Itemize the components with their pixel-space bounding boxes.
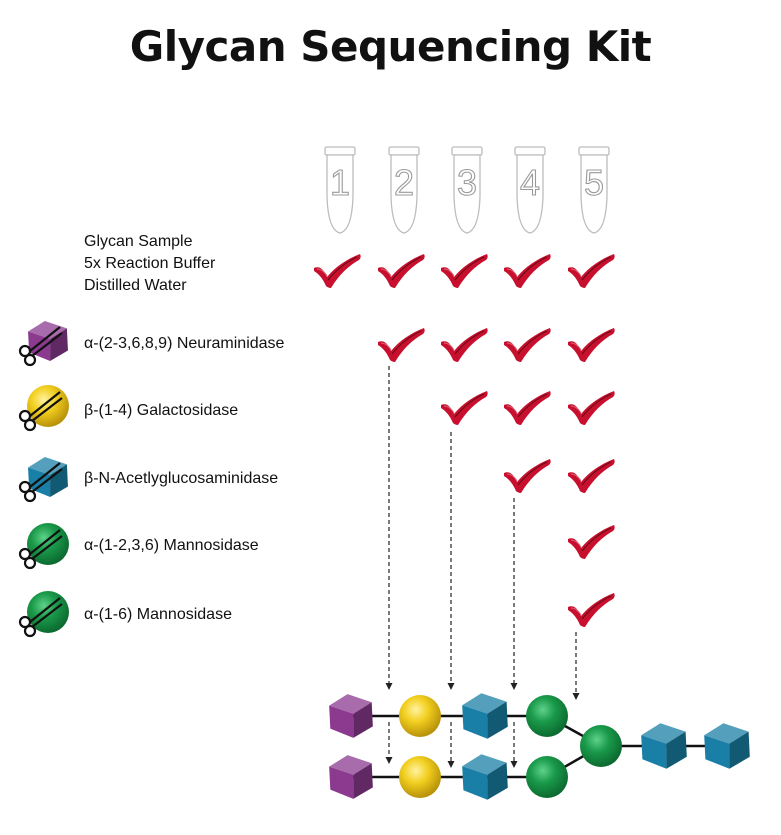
cleavage-arrow <box>510 722 518 768</box>
sialic-acid-cube <box>329 755 373 799</box>
tube-number: 5 <box>584 162 604 203</box>
green-sphere-scissors-icon <box>18 523 69 570</box>
tube-5 <box>578 146 610 234</box>
cleavage-arrow <box>385 722 393 764</box>
enzyme-label: α-(2-3,6,8,9) Neuraminidase <box>84 335 285 352</box>
enzyme-label: α-(1-2,3,6) Mannosidase <box>84 537 259 554</box>
checkmark-icon <box>568 254 615 288</box>
mannose-sphere <box>526 756 568 798</box>
tube-number: 1 <box>330 162 350 203</box>
tube-number: 4 <box>520 162 540 203</box>
galactose-sphere <box>399 756 441 798</box>
glcnac-cube <box>462 754 508 800</box>
yellow-sphere-scissors-icon <box>18 385 69 432</box>
cleavage-arrow <box>447 432 455 690</box>
checkmark-icon <box>568 459 615 493</box>
base-reagent-label: Distilled Water <box>84 277 187 294</box>
green-sphere-scissors-icon <box>18 591 69 638</box>
enzyme-label: β-N-Acetlyglucosaminidase <box>84 470 278 487</box>
checkmark-icon <box>441 328 488 362</box>
enzyme-label: β-(1-4) Galactosidase <box>84 402 238 419</box>
checkmark-icon <box>568 328 615 362</box>
tube-3 <box>451 146 483 234</box>
cleavage-arrow <box>510 498 518 690</box>
tube-row: 1 2 3 4 5 <box>324 146 610 234</box>
sialic-acid-cube <box>329 694 373 738</box>
blue-cube-scissors-icon <box>18 457 68 503</box>
checkmark-icon <box>504 254 551 288</box>
checkmark-icon <box>504 459 551 493</box>
cleavage-arrow <box>572 632 580 700</box>
core-glcnac-cube <box>641 723 687 769</box>
cleavage-arrow <box>385 366 393 690</box>
base-reagent-label: Glycan Sample <box>84 233 193 250</box>
purple-cube-scissors-icon <box>18 321 68 367</box>
checkmark-icon <box>378 254 425 288</box>
base-reagent-label: 5x Reaction Buffer <box>84 255 216 272</box>
enzyme-label: α-(1-6) Mannosidase <box>84 606 232 623</box>
tube-number: 3 <box>457 162 477 203</box>
tube-number: 2 <box>394 162 414 203</box>
checkmark-icon <box>568 525 615 559</box>
checkmark-icon <box>378 328 425 362</box>
checkmark-icon <box>314 254 361 288</box>
tube-2 <box>388 146 420 234</box>
tube-4 <box>514 146 546 234</box>
page-title: Glycan Sequencing Kit <box>129 22 652 71</box>
tube-1 <box>324 146 356 234</box>
base-reagent-list: Glycan Sample 5x Reaction Buffer Distill… <box>84 233 216 294</box>
checkmark-icon <box>504 391 551 425</box>
enzyme-list: α-(2-3,6,8,9) Neuraminidase β-(1-4) Gala… <box>84 335 285 623</box>
checkmark-icon <box>504 328 551 362</box>
mannose-sphere <box>526 695 568 737</box>
checkmark-icon <box>441 254 488 288</box>
checkmark-icon <box>441 391 488 425</box>
core-glcnac-cube <box>704 723 750 769</box>
core-mannose-sphere <box>580 725 622 767</box>
glcnac-cube <box>462 693 508 739</box>
cleavage-arrow <box>447 722 455 768</box>
checkmark-icon <box>568 391 615 425</box>
checkmark-icon <box>568 593 615 627</box>
galactose-sphere <box>399 695 441 737</box>
